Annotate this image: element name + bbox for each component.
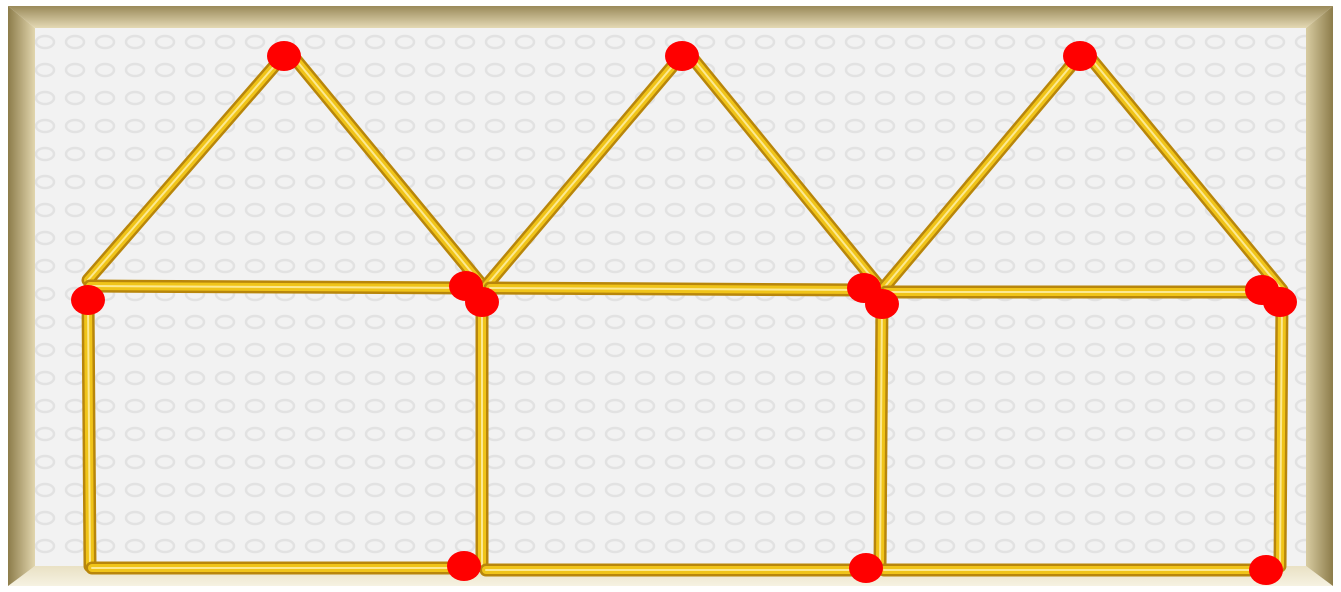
match-head-3 [1063,41,1097,71]
match-head-1 [267,41,301,71]
match-stick-wall-mid-2[interactable] [880,300,882,566]
match-head-2 [665,41,699,71]
match-stick-wall-right-3[interactable] [1280,300,1282,566]
match-head-4 [71,285,105,315]
match-head-13 [1249,555,1283,585]
match-head-12 [849,553,883,583]
match-head-6 [465,287,499,317]
match-head-8 [865,289,899,319]
match-stick-beam-1[interactable] [90,286,470,288]
match-stick-beam-2[interactable] [490,288,866,290]
match-stick-wall-left-1[interactable] [88,300,90,566]
match-head-11 [447,551,481,581]
match-head-10 [1263,287,1297,317]
